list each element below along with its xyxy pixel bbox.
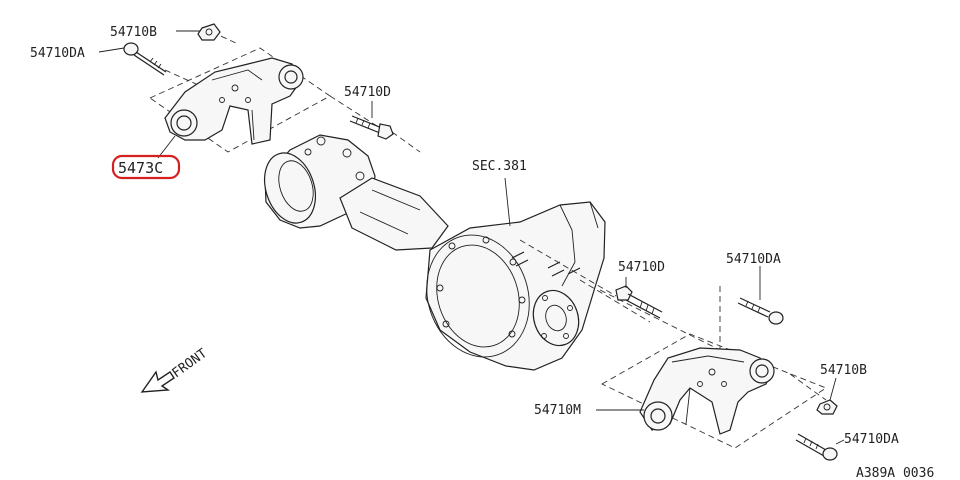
leader-line xyxy=(829,377,837,401)
bolt-icon xyxy=(123,42,167,76)
bolt-icon xyxy=(795,433,838,461)
nut-icon xyxy=(197,23,221,41)
bolt-icon xyxy=(737,297,784,325)
part-number-label[interactable]: 54710DA xyxy=(30,46,85,61)
left-mount-group: 54710B 54710DA 54710D 5473C xyxy=(30,23,421,180)
part-number-label[interactable]: 54710D xyxy=(618,260,665,275)
bolt-icon xyxy=(615,285,663,319)
part-number-label[interactable]: 54710D xyxy=(344,85,391,100)
section-reference[interactable]: SEC.381 xyxy=(472,159,527,174)
right-bushing-front xyxy=(643,401,673,431)
front-direction-indicator: FRONT xyxy=(140,346,211,393)
right-bushing-rear xyxy=(749,358,775,384)
highlight-box xyxy=(111,154,181,180)
leader-line xyxy=(98,47,125,53)
figure-code: A389A 0036 xyxy=(856,466,934,480)
axle-assembly: SEC.381 xyxy=(264,134,606,371)
nut-icon xyxy=(816,399,838,415)
part-number-label[interactable]: 54710DA xyxy=(844,432,899,447)
front-arrow-icon xyxy=(140,370,175,393)
highlighted-part-label[interactable]: 5473C xyxy=(118,159,163,177)
part-number-label[interactable]: 54710B xyxy=(110,25,157,40)
leader-line xyxy=(835,439,845,445)
axle-tube xyxy=(339,177,449,251)
leader-line xyxy=(157,135,176,159)
pinion-flange xyxy=(532,289,580,347)
left-bushing-front xyxy=(170,109,198,137)
leader-line xyxy=(504,177,511,227)
part-number-label[interactable]: 54710M xyxy=(534,403,581,418)
left-mount-bracket xyxy=(164,57,301,145)
part-number-label[interactable]: 54710DA xyxy=(726,252,781,267)
right-assembly-frame xyxy=(601,333,827,449)
front-label: FRONT xyxy=(170,346,211,381)
left-bushing-rear xyxy=(278,64,304,90)
right-mount-bracket xyxy=(639,347,773,435)
bolt-icon xyxy=(349,115,394,140)
part-number-label[interactable]: 54710B xyxy=(820,363,867,378)
right-mount-group: 54710D 54710DA 54710M xyxy=(519,239,899,461)
